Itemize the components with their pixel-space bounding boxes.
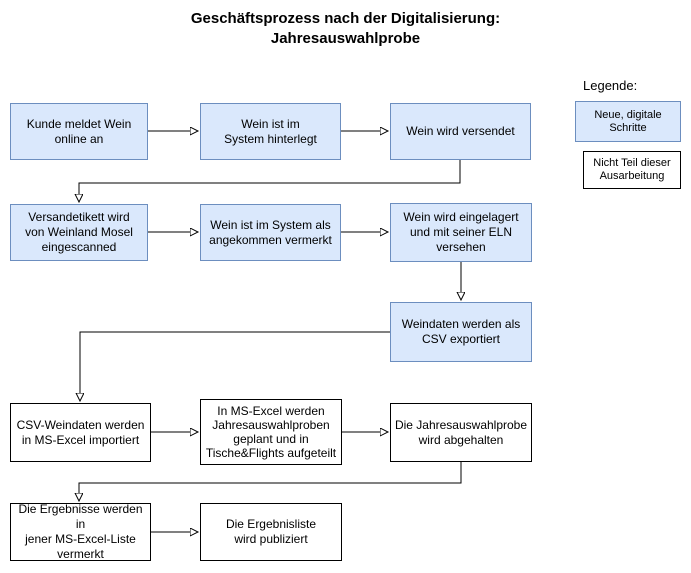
legend-heading: Legende:: [583, 78, 638, 93]
node-weindaten-csv-exportiert: Weindaten werden als CSV exportiert: [390, 302, 532, 362]
connector-csv-export-to-csv-import: [80, 331, 390, 401]
page-title: Geschäftsprozess nach der Digitalisierun…: [0, 9, 691, 49]
connector-abgehalten-to-ergebnisse: [79, 462, 462, 501]
node-csv-weindaten-importiert: CSV-Weindaten werden in MS-Excel importi…: [10, 403, 151, 462]
connector-versendet-to-versandetikett: [79, 160, 461, 202]
node-jahresauswahlprobe-abgehalten: Die Jahresauswahlprobe wird abgehalten: [390, 403, 532, 462]
node-wein-im-system-hinterlegt: Wein ist im System hinterlegt: [200, 103, 341, 160]
page-title-text: Geschäftsprozess nach der Digitalisierun…: [190, 10, 501, 47]
node-wein-angekommen-vermerkt: Wein ist im System als angekommen vermer…: [200, 204, 341, 261]
node-ergebnisse-vermerkt: Die Ergebnisse werden in jener MS-Excel-…: [10, 502, 151, 561]
node-ergebnisliste-publiziert: Die Ergebnisliste wird publiziert: [200, 503, 342, 561]
legend-item-digital: Neue, digitale Schritte: [575, 101, 681, 142]
node-wein-wird-versendet: Wein wird versendet: [390, 103, 531, 160]
node-versandetikett-eingescanned: Versandetikett wird von Weinland Mosel e…: [10, 204, 148, 261]
node-kunde-meldet-wein: Kunde meldet Wein online an: [10, 103, 148, 160]
legend-item-excluded: Nicht Teil dieser Ausarbeitung: [583, 151, 681, 189]
node-excel-jahresauswahlproben-plan: In MS-Excel werden Jahresauswahlproben g…: [200, 399, 342, 465]
node-wein-eingelagert-eln: Wein wird eingelagert und mit seiner ELN…: [390, 203, 532, 262]
